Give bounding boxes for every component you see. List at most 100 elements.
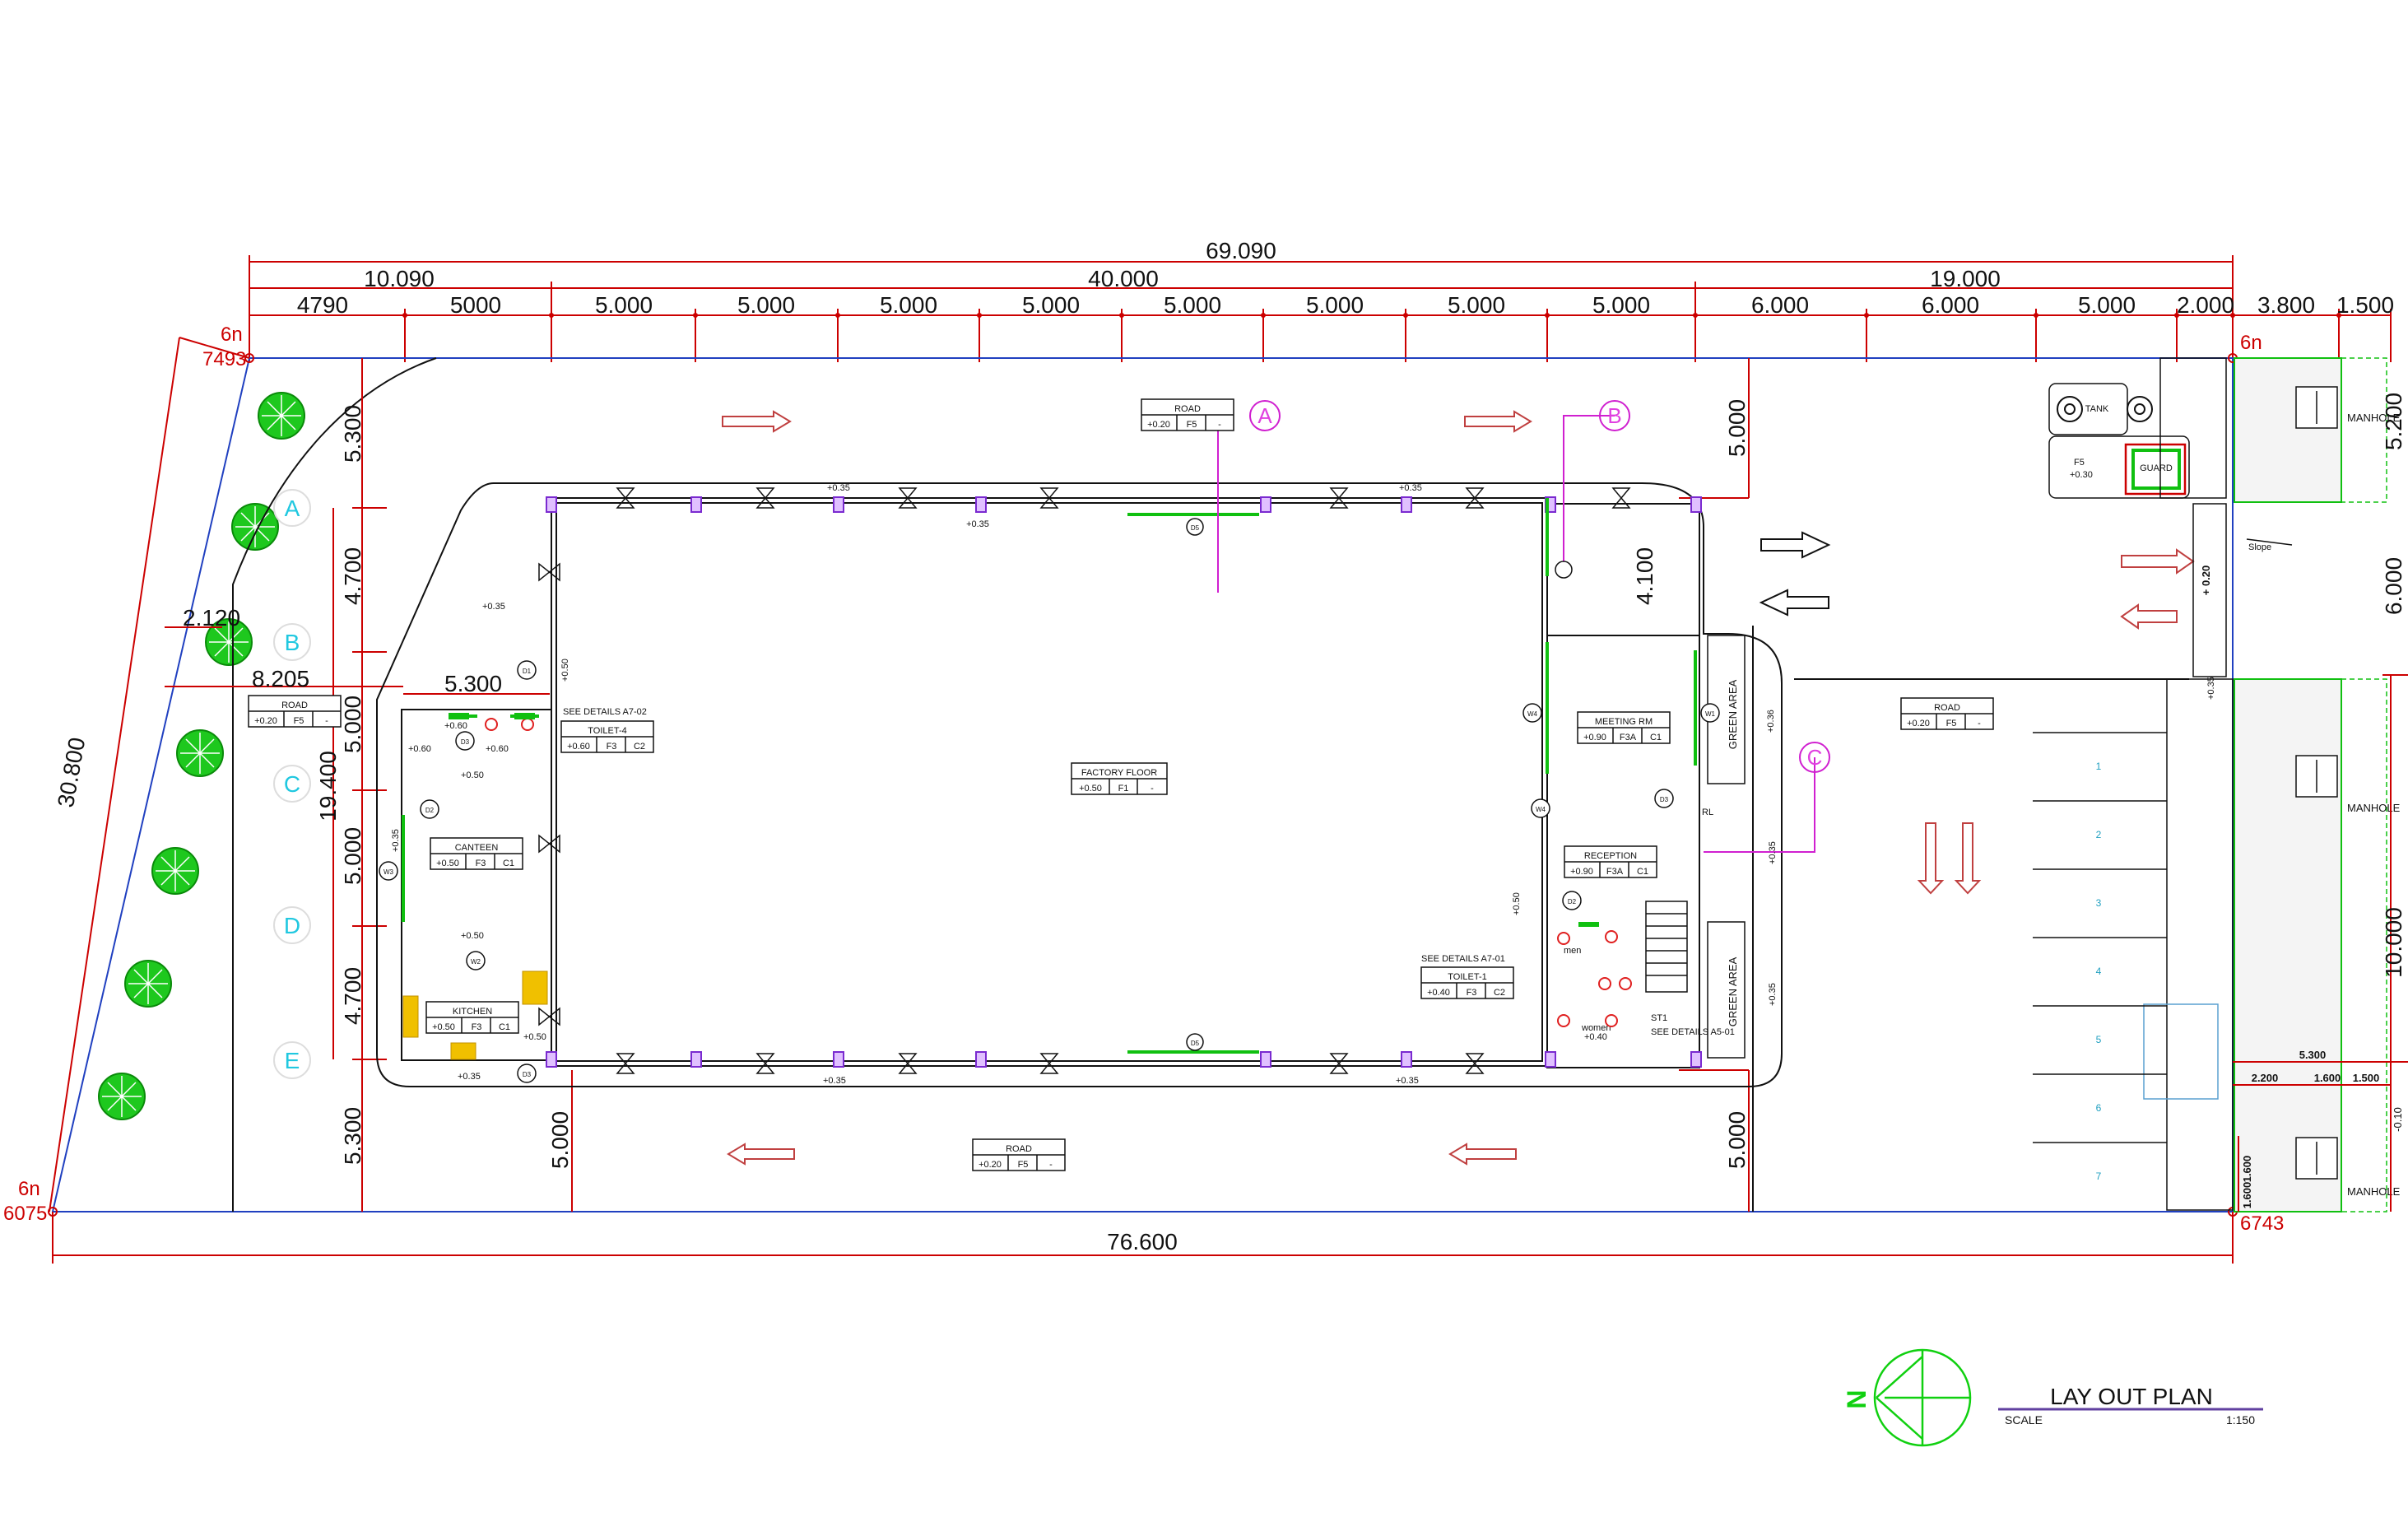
opening-tags: [379, 518, 1720, 1083]
road-tag-4-name: ROAD: [1934, 703, 1960, 713]
label-rl: RL: [1702, 808, 1713, 817]
dim-top-l3-8: 5.000: [1306, 292, 1364, 318]
level-035-h: +0.35: [1768, 841, 1778, 864]
guard-label: GUARD: [2140, 463, 2173, 473]
road-tag-1-code: F5: [1187, 420, 1197, 430]
room-meeting-c: C1: [1650, 733, 1662, 742]
section-lines: [1217, 415, 1815, 853]
gate-dim-2200: 2.200: [2252, 1072, 2279, 1084]
room-toilet4-c: C2: [634, 742, 645, 752]
road-tag-4: ROAD +0.20 F5 -: [1900, 697, 1994, 730]
level-035-d: +0.35: [823, 1076, 846, 1086]
dim-top-l3-9: 5.000: [1448, 292, 1505, 318]
room-toilet1-f: F3: [1467, 988, 1477, 998]
road-tag-1: ROAD +0.20 F5 -: [1141, 398, 1234, 431]
tag-d3-a: D3: [1660, 796, 1669, 803]
level-050-e: +0.50: [560, 659, 570, 682]
room-factory-c: -: [1151, 784, 1154, 794]
right-gate-area: [2048, 357, 2234, 1211]
dim-overall-top: 69.090: [1206, 238, 1276, 263]
dim-left-5: 4.700: [340, 967, 365, 1025]
road-tag-1-name: ROAD: [1174, 404, 1201, 414]
gate-dim-1600-v2: 1.600: [2241, 1182, 2253, 1209]
road-tag-2-extra: -: [325, 716, 328, 726]
room-tag-kitchen: KITCHEN +0.50 F3 C1: [425, 1001, 519, 1034]
drawing-title: LAY OUT PLAN: [2050, 1384, 2213, 1409]
site-roads: [232, 357, 2189, 1212]
tag-w4-a: W4: [1527, 710, 1538, 718]
dim-top-l2-3: 19.000: [1930, 266, 2001, 291]
room-factory-level: +0.50: [1079, 784, 1102, 794]
gate-dim-1600: 1.600: [2314, 1072, 2341, 1084]
staircase: [1645, 901, 1688, 993]
toilet-fixtures: [485, 718, 1632, 1027]
room-canteen-level: +0.50: [436, 859, 459, 868]
dim-left-3: 5.000: [340, 696, 365, 753]
dim-far-right-3: 10.000: [2381, 907, 2406, 978]
dim-top-l3-10: 5.000: [1592, 292, 1650, 318]
dim-top-l3-3: 5.000: [595, 292, 653, 318]
corner-2-sym: 6n: [2240, 332, 2262, 354]
slope-label: Slope: [2248, 542, 2271, 552]
room-toilet4-level: +0.60: [567, 742, 590, 752]
room-toilet1-level: +0.40: [1427, 988, 1450, 998]
room-canteen-c: C1: [503, 859, 514, 868]
manhole-icons: [2295, 386, 2338, 1180]
corner-1-num: 7493: [202, 348, 246, 370]
room-tag-canteen: CANTEEN +0.50 F3 C1: [430, 837, 523, 870]
parking-6: 6: [2096, 1102, 2102, 1114]
label-women: women: [1581, 1023, 1611, 1033]
grid-label-c: C: [284, 771, 300, 797]
level-060-a: +0.60: [486, 744, 509, 754]
road-tag-4-code: F5: [1946, 719, 1957, 728]
dim-right-2: 4.100: [1632, 547, 1657, 605]
road-tag-3-level: +0.20: [979, 1160, 1002, 1170]
room-meeting-level: +0.90: [1583, 733, 1606, 742]
parking-2: 2: [2096, 829, 2102, 840]
f5-level: +0.30: [2070, 470, 2093, 480]
dim-8205: 8.205: [252, 666, 309, 691]
road-tag-4-extra: -: [1978, 719, 1981, 728]
tank-icons: [2057, 396, 2153, 422]
dim-far-right-2: 6.000: [2381, 557, 2406, 615]
corner-3-num: 6075: [3, 1203, 47, 1225]
manhole-label-3: MANHOLE: [2347, 1185, 2401, 1198]
parking-5: 5: [2096, 1034, 2102, 1045]
room-tag-toilet4: TOILET-4 +0.60 F3 C2: [560, 720, 654, 753]
parking-3: 3: [2096, 897, 2102, 909]
gate-dim-1600-v1: 1.600: [2241, 1156, 2253, 1183]
grid-label-a: A: [285, 496, 300, 521]
level-060-b: +0.60: [408, 744, 431, 754]
dim-bottom-inner: 5.000: [547, 1111, 573, 1169]
tag-w3-a: W3: [384, 868, 394, 876]
road-tag-3-extra: -: [1049, 1160, 1053, 1170]
gate-dim-5300: 5.300: [2299, 1049, 2327, 1061]
grid-bubbles: [273, 489, 311, 1079]
level-035-i: +0.35: [1768, 983, 1778, 1006]
elev-020: + 0.20: [2200, 566, 2212, 596]
manhole-label-1: MANHOLE: [2347, 412, 2401, 424]
level-035-a: +0.35: [827, 483, 850, 493]
road-tag-4-level: +0.20: [1907, 719, 1930, 728]
room-kitchen-name: KITCHEN: [453, 1007, 492, 1017]
section-mark-b: B: [1607, 403, 1621, 428]
elev-neg010: -0.10: [2392, 1107, 2404, 1132]
dim-top-l2-1: 10.090: [364, 266, 435, 291]
road-tag-2-name: ROAD: [281, 700, 308, 710]
road-tag-3: ROAD +0.20 F5 -: [972, 1138, 1066, 1171]
parking-4: 4: [2096, 966, 2102, 977]
left-dimensions: [165, 358, 1750, 1212]
room-reception-level: +0.90: [1570, 867, 1593, 877]
dim-top-l3-13: 5.000: [2078, 292, 2136, 318]
parking-numbers: 1 2 3 4 5 6 7: [2096, 761, 2102, 1182]
dim-top-l3-1: 4790: [297, 292, 348, 318]
road-tag-2: ROAD +0.20 F5 -: [248, 695, 342, 728]
level-036: +0.36: [1766, 710, 1776, 733]
tag-d2-b: D2: [425, 807, 435, 814]
room-tag-meeting: MEETING RM +0.90 F3A C1: [1577, 711, 1671, 744]
parking-7: 7: [2096, 1171, 2102, 1182]
room-tag-reception: RECEPTION +0.90 F3A C1: [1564, 845, 1657, 878]
tag-d5-a: D5: [1191, 524, 1200, 532]
room-canteen-name: CANTEEN: [455, 843, 499, 853]
road-tag-1-extra: -: [1218, 420, 1221, 430]
